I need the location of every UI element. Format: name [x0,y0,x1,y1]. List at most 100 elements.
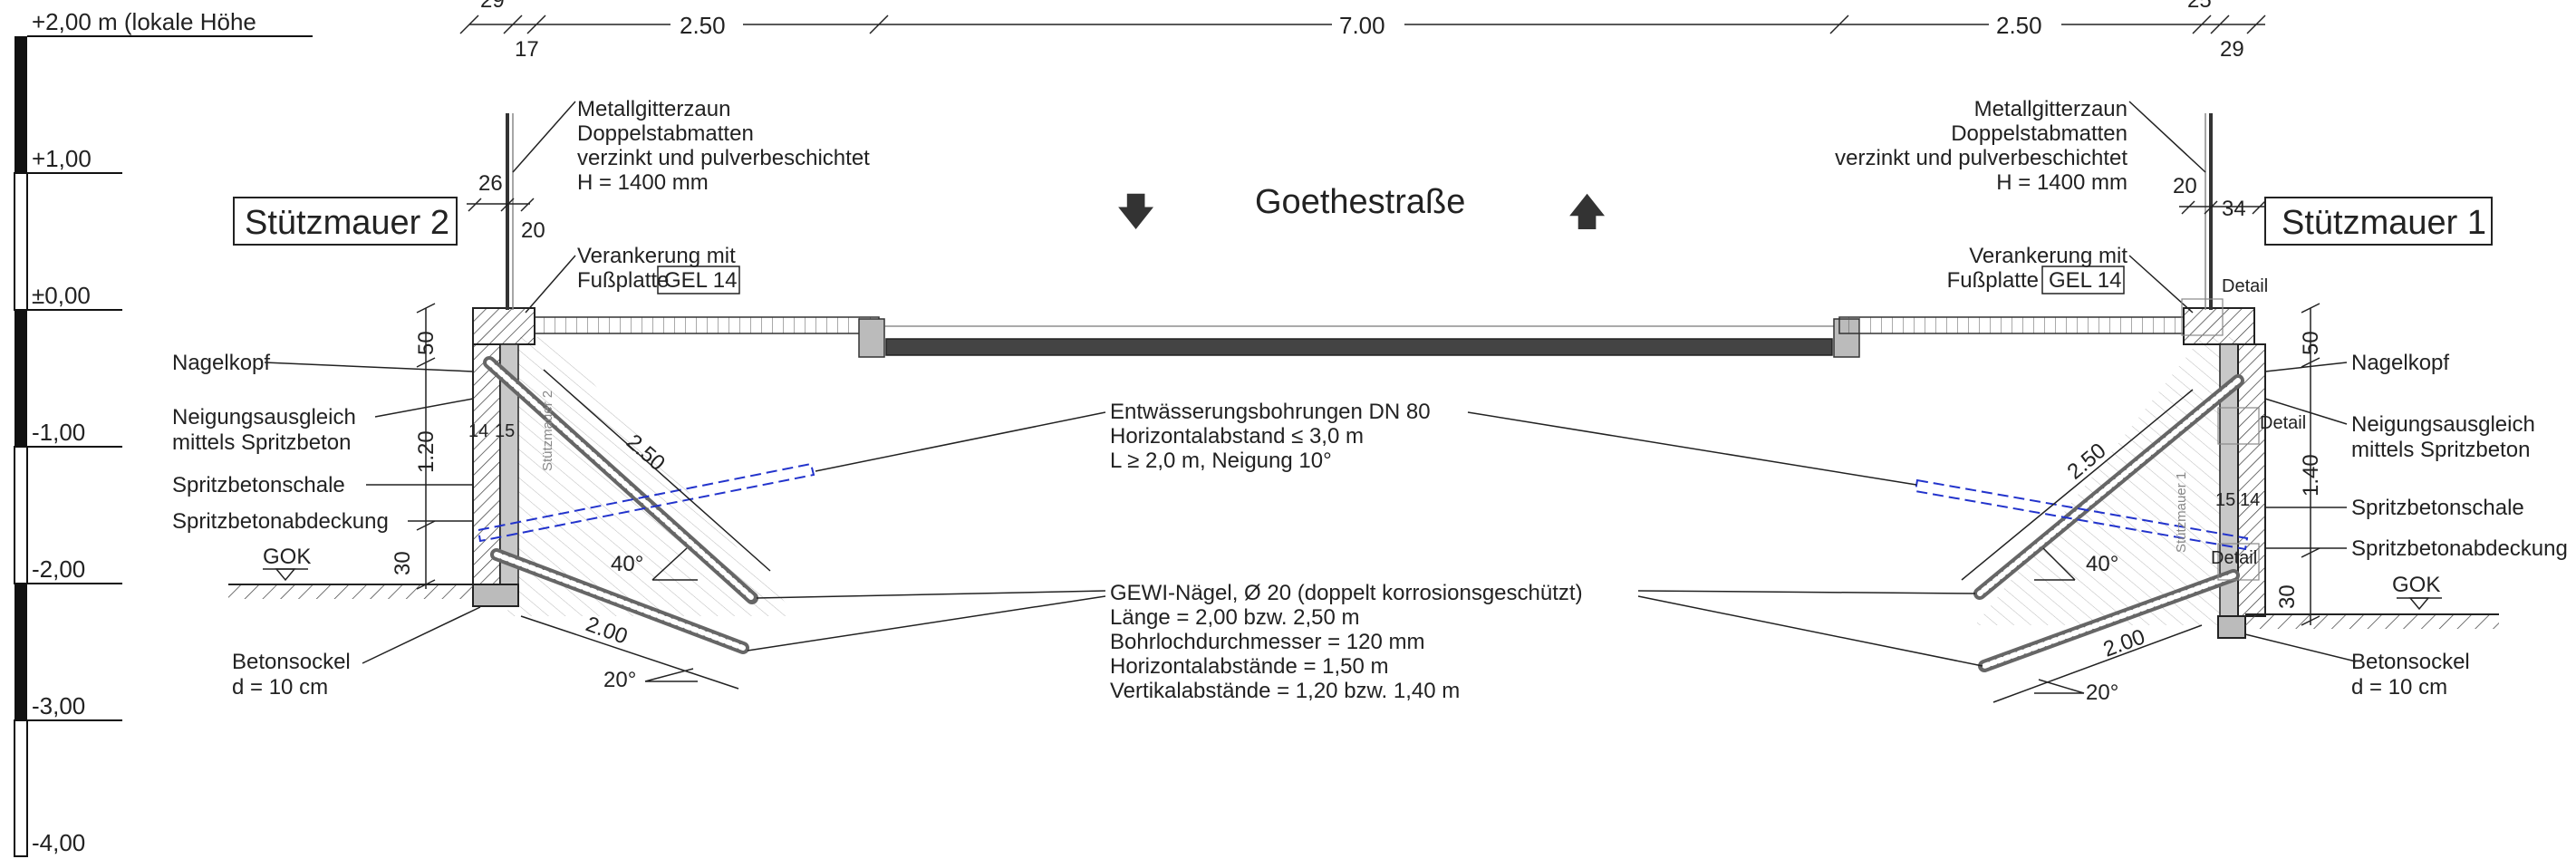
angle-20-right: 20° [2086,680,2118,705]
schale-label-right: Spritzbetonschale [2351,496,2524,520]
dim-140-right: 1.40 [2299,454,2323,497]
scale-bar-black-1 [14,36,27,173]
arrow-down-icon: 🡇 [1116,190,1155,233]
angle-40-right: 40° [2086,552,2118,576]
gok-label-right: GOK [2392,573,2440,597]
detail-label-2: Detail [2260,413,2306,433]
detail-label-1: Detail [2222,276,2268,296]
wall-title-left: Stützmauer 2 [245,204,449,242]
schale-label-left: Spritzbetonschale [172,473,345,497]
nails-label-1: GEWI-Nägel, Ø 20 (doppelt korrosionsgesc… [1110,581,1583,605]
wall-title-box-left [233,197,458,246]
anchor-label-right-2: Fußplatte [1947,268,2039,293]
height-scale: +2,00 m (lokale Höhe +1,00 ±0,00 -1,00 -… [14,8,313,857]
road-surface [885,338,1833,356]
wall-vertical-label-left: Stützmauer 2 [540,391,555,471]
fence-label-right-3: verzinkt und pulverbeschichtet [1835,146,2127,170]
dim-top-29-left: 29 [480,0,505,13]
anchor-label-left-2: Fußplatte [577,268,669,293]
scale-label-plus2: +2,00 m (lokale Höhe [32,8,256,35]
drainage-pipe-right [1914,478,2249,551]
gel-box-left [657,265,740,294]
nail-dim-lower-left: 2.00 [583,612,631,649]
soil-hatch-left [507,337,797,616]
wall-cap-left [472,307,535,345]
detail-label-3: Detail [2211,548,2257,568]
wall-vertical-label-right: Stützmauer 1 [2174,472,2189,553]
wall-title-box-right [2264,197,2493,246]
ground-hatch-left [228,584,473,599]
wall-title-right: Stützmauer 1 [2282,204,2486,242]
scale-bar-white-3 [14,719,28,857]
scale-label-zero: ±0,00 [32,282,91,309]
scale-bar-black-2 [14,310,27,447]
sidewalk-left [534,316,880,334]
dim-top-17-left: 17 [515,37,539,62]
street-section [534,316,2185,358]
nails-label-2: Länge = 2,00 bzw. 2,50 m [1110,605,1360,630]
gel-box-right [2041,265,2125,294]
wall-cap-right [2183,307,2255,345]
nails-label-4: Horizontalabstände = 1,50 m [1110,654,1389,679]
nagelkopf-label-right: Nagelkopf [2351,351,2449,375]
dim-14-left: 14 [468,421,488,441]
dim-top-250-left: 2.50 [680,12,726,39]
fence-label-left-1: Metallgitterzaun [577,97,730,121]
dim-top-700: 7.00 [1339,12,1385,39]
wall-shell-right [2237,343,2266,617]
angle-20-left: 20° [603,668,636,692]
scale-label-minus3: -3,00 [32,692,85,719]
scale-label-minus4: -4,00 [32,829,85,856]
drainage-pipe-left [477,462,815,543]
scale-bar-white-2 [14,446,28,584]
scale-bar-black-3 [14,584,27,720]
fence-label-right-2: Doppelstabmatten [1951,121,2127,146]
dim-120-left: 1.20 [414,430,439,473]
curb-left [858,318,885,358]
dim-50-left: 50 [414,331,439,355]
dim-26-left: 26 [478,171,503,196]
fence-label-right-4: H = 1400 mm [1996,170,2127,195]
nagelkopf-label-left: Nagelkopf [172,351,270,375]
scale-label-plus1: +1,00 [32,145,92,172]
nails-label-5: Vertikalabstände = 1,20 bzw. 1,40 m [1110,679,1460,703]
dim-50-right: 50 [2299,331,2323,355]
dim-top-25-right: 25 [2187,0,2212,13]
ground-hatch-right [2245,614,2499,629]
dim-34-right: 34 [2222,197,2246,221]
neigung-label-left-1: Neigungsausgleich [172,405,356,430]
gok-label-left: GOK [263,545,311,569]
drainage-label-1: Entwässerungsbohrungen DN 80 [1110,400,1431,424]
gel-label-right: GEL 14 [2049,268,2122,293]
street-name: Goethestraße [1255,183,1465,221]
neigung-label-right-2: mittels Spritzbeton [2351,438,2530,462]
sockel-label-left-2: d = 10 cm [232,675,328,700]
dim-14-right: 14 [2240,490,2260,510]
dim-20-right: 20 [2173,174,2197,198]
sidewalk-right [1838,316,2185,334]
footing-right [2217,615,2246,639]
footing-left [472,584,519,607]
dim-30-left: 30 [391,551,415,575]
detail-box-2 [2217,407,2260,445]
abdeckung-label-right: Spritzbetonabdeckung [2351,536,2568,561]
dim-top-250-right: 2.50 [1996,12,2042,39]
neigung-label-left-2: mittels Spritzbeton [172,430,351,455]
retaining-wall-right [1914,113,2499,672]
scale-label-minus1: -1,00 [32,419,85,446]
anchor-label-right-1: Verankerung mit [1969,244,2127,268]
sockel-label-right-1: Betonsockel [2351,650,2470,674]
sockel-label-right-2: d = 10 cm [2351,675,2447,700]
dim-15-right: 15 [2215,490,2235,510]
drainage-label-2: Horizontalabstand ≤ 3,0 m [1110,424,1364,449]
fence-label-left-2: Doppelstabmatten [577,121,754,146]
dim-30-right: 30 [2275,584,2300,609]
dim-15-left: 15 [495,421,515,441]
retaining-wall-left [228,113,815,654]
scale-label-minus2: -2,00 [32,555,85,583]
gel-label-left: GEL 14 [664,268,738,293]
abdeckung-label-left: Spritzbetonabdeckung [172,509,389,534]
fence-label-right-1: Metallgitterzaun [1974,97,2127,121]
sockel-label-left-1: Betonsockel [232,650,351,674]
